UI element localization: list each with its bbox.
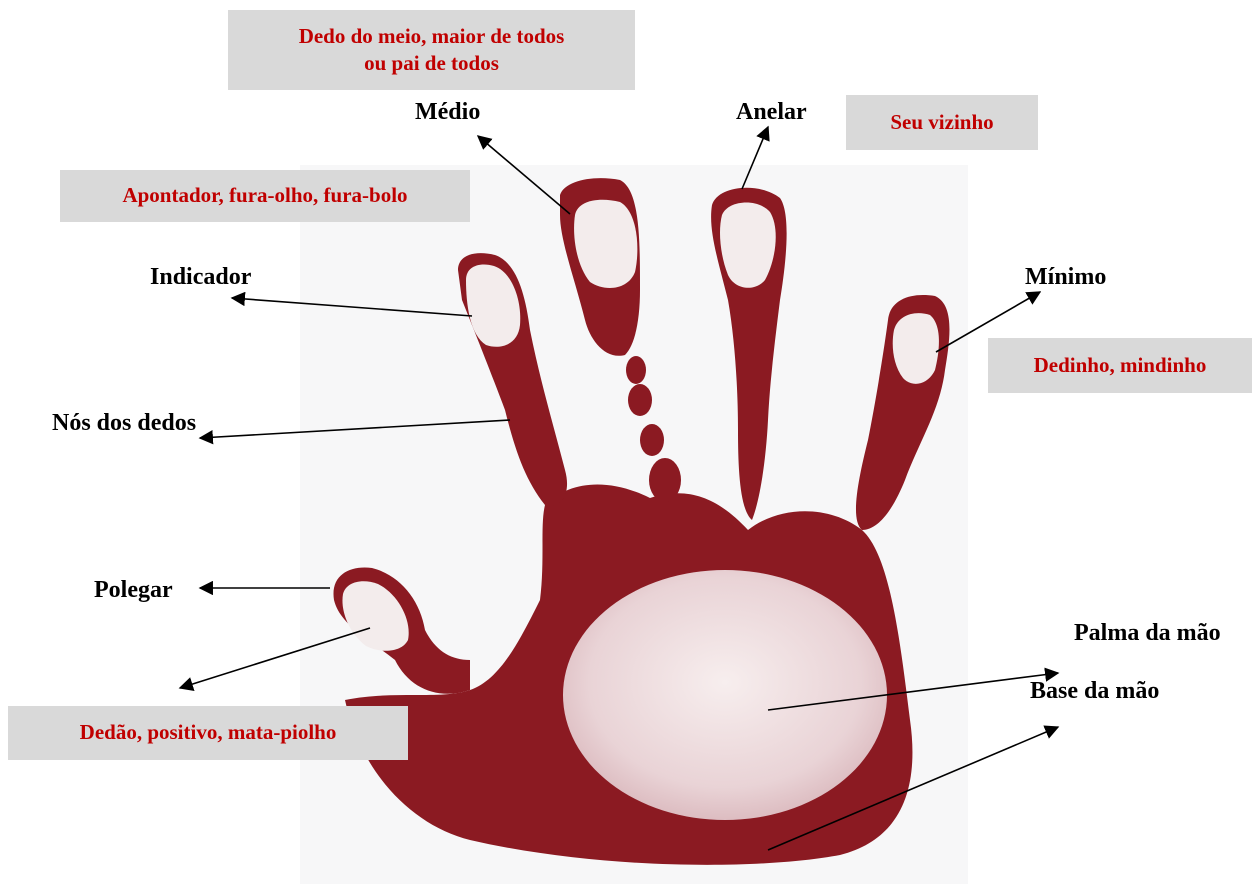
label-medio: Médio [415, 100, 480, 124]
label-minimo: Mínimo [1025, 265, 1106, 289]
label-anelar: Anelar [736, 100, 807, 124]
label-nos-dos-dedos: Nós dos dedos [52, 411, 196, 435]
nickname-medio-line2: ou pai de todos [364, 50, 499, 77]
nickname-medio: Dedo do meio, maior de todos ou pai de t… [228, 10, 635, 90]
label-polegar: Polegar [94, 578, 173, 602]
nickname-polegar: Dedão, positivo, mata-piolho [8, 706, 408, 760]
label-indicador: Indicador [150, 265, 251, 289]
label-palma-da-mao: Palma da mão [1074, 621, 1221, 645]
nickname-medio-line1: Dedo do meio, maior de todos [299, 23, 565, 50]
nickname-indicador: Apontador, fura-olho, fura-bolo [60, 170, 470, 222]
nickname-anelar: Seu vizinho [846, 95, 1038, 150]
label-base-da-mao: Base da mão [1030, 679, 1159, 703]
nickname-minimo: Dedinho, mindinho [988, 338, 1252, 393]
